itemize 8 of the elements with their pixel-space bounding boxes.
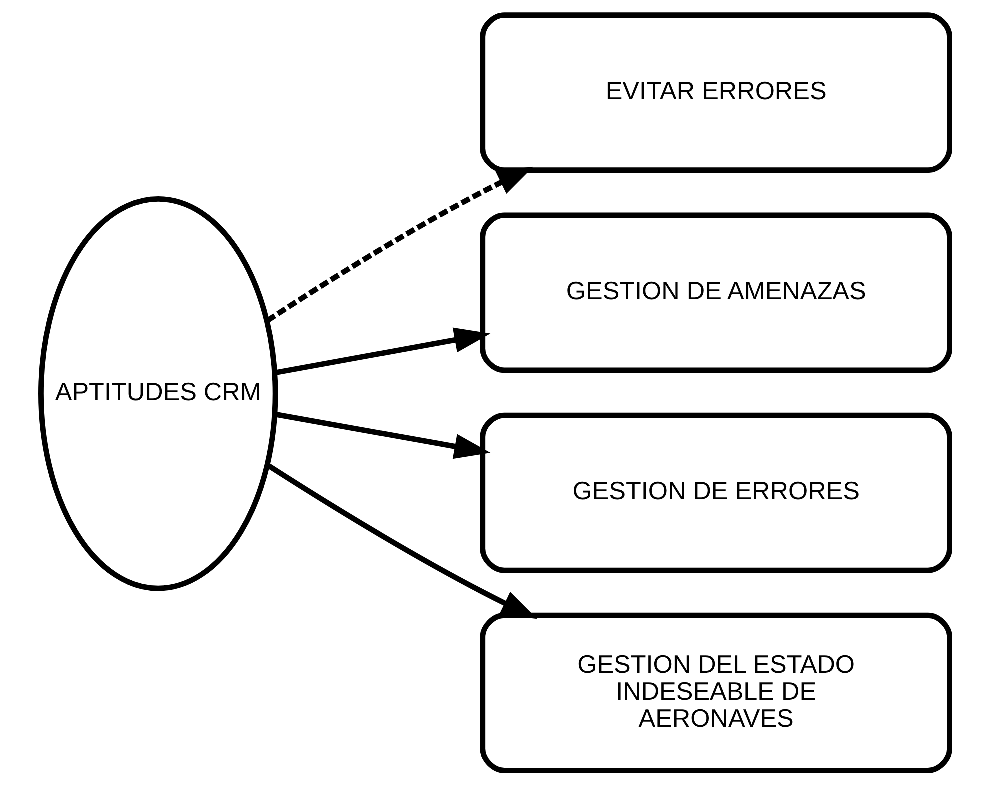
arrow: [266, 166, 534, 324]
node-box: GESTION DEL ESTADO INDESEABLE DE AERONAVES: [480, 612, 952, 774]
arrow: [274, 412, 490, 460]
node-box: GESTION DE ERRORES: [480, 412, 952, 574]
arrow: [274, 328, 490, 376]
node-box: GESTION DE AMENAZAS: [480, 212, 952, 374]
node-box: EVITAR ERRORES: [480, 12, 952, 174]
node-ellipse: APTITUDES CRM: [38, 196, 278, 592]
